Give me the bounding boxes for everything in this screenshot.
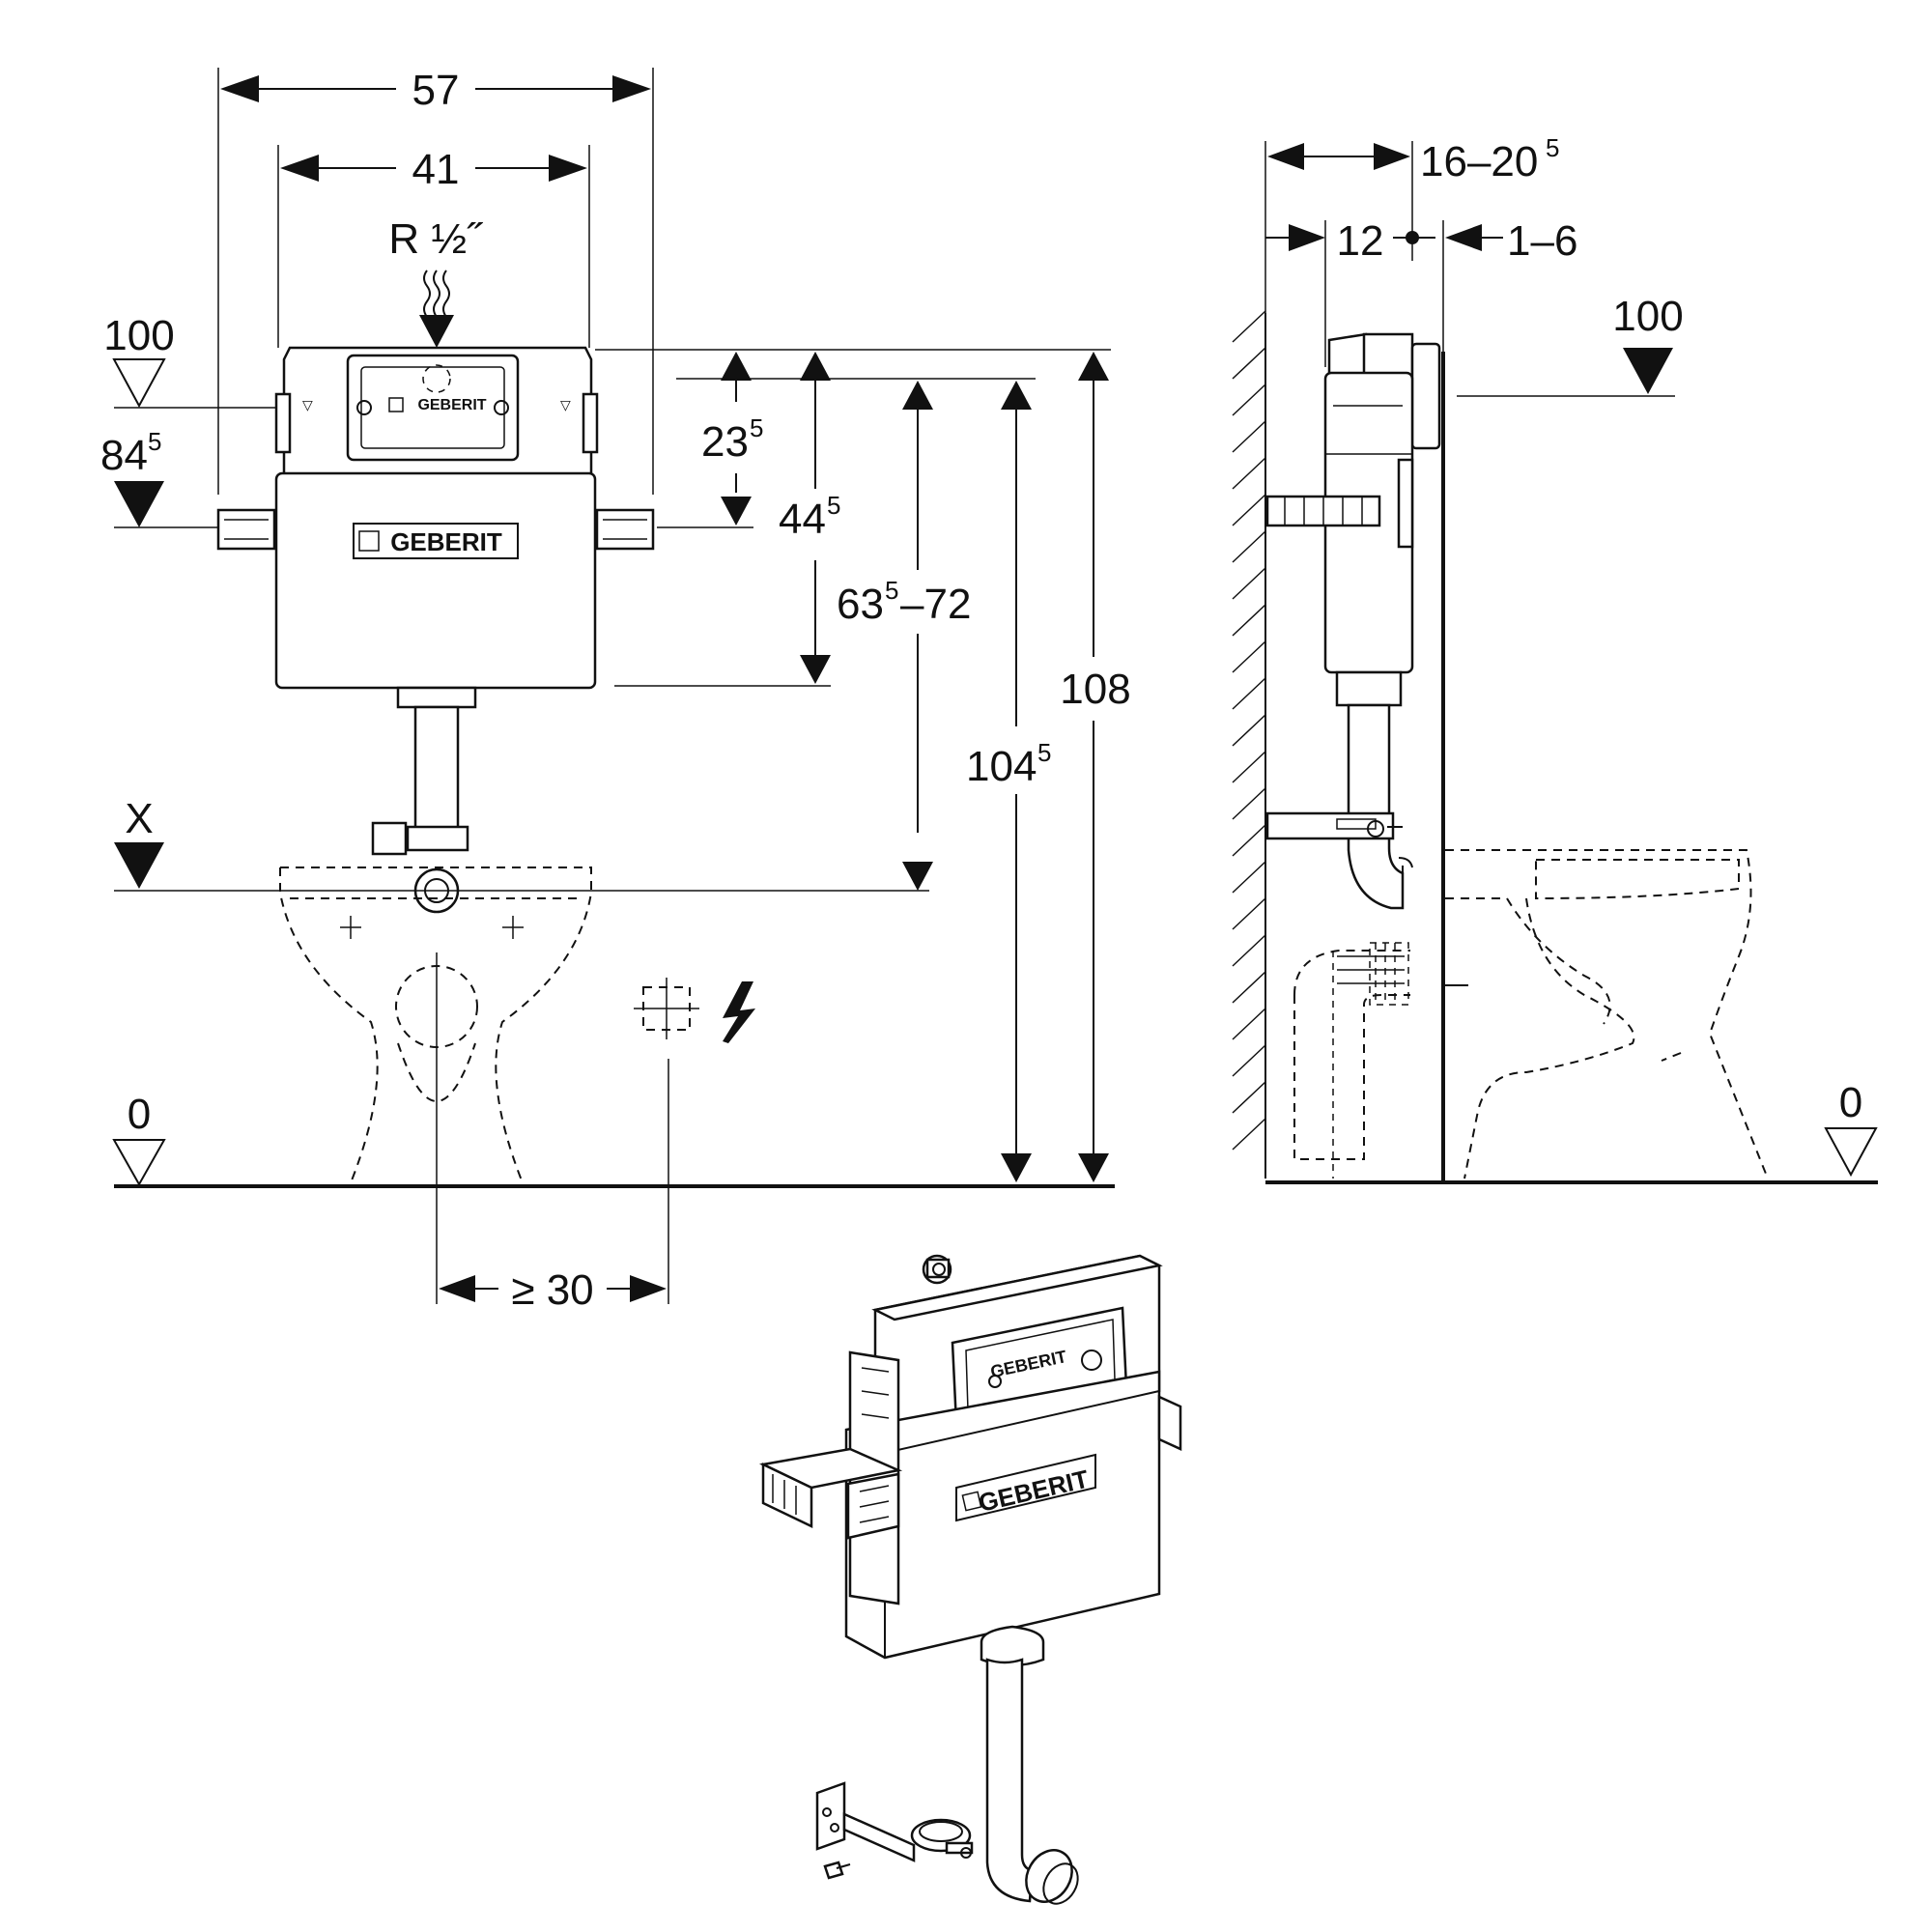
svg-text:5: 5 <box>885 576 898 605</box>
iso-pipe-clamp <box>910 1818 974 1859</box>
dimension-57-label: 57 <box>412 67 460 114</box>
dimension-width-57: 57 <box>217 67 654 495</box>
wavy-arrow-icon <box>419 270 454 348</box>
water-connection-label: R ½˝ <box>388 215 484 263</box>
level-marker-84: 84 5 <box>100 427 224 528</box>
dimension-width-41: 41 <box>277 145 590 348</box>
water-inlet-marker: R ½˝ <box>388 215 484 348</box>
electrical-socket <box>634 978 755 1304</box>
iso-loose-bracket <box>815 1781 916 1880</box>
dimension-23-label: 23 <box>701 418 749 466</box>
side-view: 16–20 5 12 1–6 100 <box>1232 133 1878 1184</box>
brand-cistern-label: GEBERIT <box>390 527 502 556</box>
dimension-44-label: 44 <box>779 496 826 543</box>
svg-text:▽: ▽ <box>302 397 313 412</box>
svg-text:100: 100 <box>1612 293 1683 340</box>
svg-text:100: 100 <box>103 312 174 359</box>
dimension-12: 12 <box>1265 217 1435 367</box>
side-level-0-label: 0 <box>1839 1079 1862 1126</box>
iso-wall-bracket <box>758 1447 903 1540</box>
dimension-12-label: 12 <box>1337 217 1384 265</box>
dimension-16-label: 16–20 <box>1420 138 1538 185</box>
floor-line: 0 <box>112 1091 1115 1188</box>
isometric-view: GEBERIT GEBERIT <box>758 1254 1182 1905</box>
side-level-marker-100: 100 <box>1457 293 1684 397</box>
wc-side-outline <box>1293 849 1769 1179</box>
dimension-104: 104 5 <box>966 381 1051 1182</box>
brand-plate-label: GEBERIT <box>417 397 486 413</box>
side-floor-line: 0 <box>1265 1079 1878 1184</box>
dimension-23: 23 5 <box>595 349 1111 528</box>
dimension-44: 44 5 <box>614 352 840 687</box>
dimension-63-label: 63 <box>837 581 884 628</box>
front-view: 57 41 R ½˝ 100 <box>100 67 1131 1314</box>
dimension-41-label: 41 <box>412 146 460 193</box>
cistern-front: GEBERIT ▽ ▽ GEBERIT <box>216 346 655 914</box>
svg-text:–72: –72 <box>900 581 971 628</box>
level-marker-100: 100 <box>103 312 280 409</box>
svg-text:5: 5 <box>1037 738 1051 767</box>
lightning-bolt-icon <box>723 981 755 1043</box>
dimension-108: 108 <box>1060 352 1131 1182</box>
inlet-valve <box>922 1254 952 1285</box>
dimension-108-label: 108 <box>1060 666 1130 713</box>
level-84-label: 84 <box>100 432 148 479</box>
level-0-label: 0 <box>128 1091 151 1138</box>
dimension-min-30: ≥ 30 <box>439 1266 667 1314</box>
dimension-30-label: ≥ 30 <box>511 1266 593 1314</box>
dimension-104-label: 104 <box>966 743 1037 790</box>
dimension-63: 63 5 –72 <box>676 378 1036 891</box>
wall-hatch <box>1232 310 1266 1179</box>
svg-text:5: 5 <box>1546 133 1559 162</box>
dimension-1-6-label: 1–6 <box>1507 217 1577 265</box>
wc-pan-outline <box>279 867 592 1304</box>
svg-text:▽: ▽ <box>560 397 571 412</box>
svg-text:5: 5 <box>148 427 161 456</box>
level-marker-x: X <box>114 795 929 892</box>
dimension-1-6: 1–6 <box>1442 217 1577 1180</box>
cistern-side <box>1265 332 1441 910</box>
svg-text:5: 5 <box>750 413 763 442</box>
svg-text:5: 5 <box>827 491 840 520</box>
svg-text:X: X <box>125 795 153 842</box>
